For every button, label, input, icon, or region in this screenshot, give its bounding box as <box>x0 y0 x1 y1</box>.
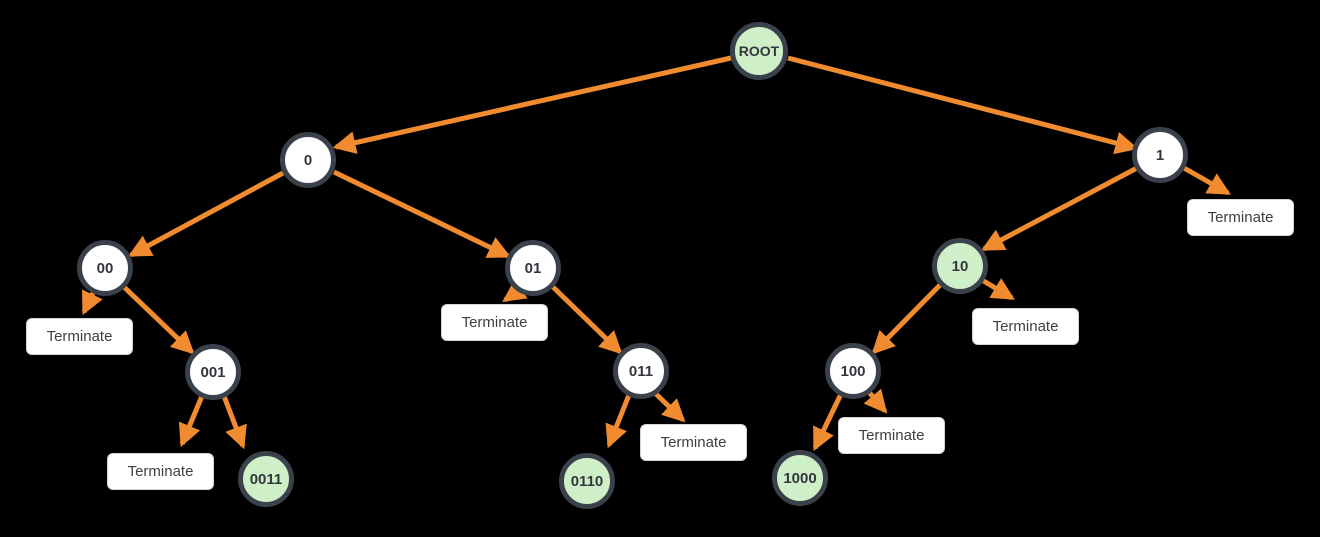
edge-00-term <box>81 289 103 316</box>
node-001: 001 <box>185 344 241 400</box>
node-100: 100 <box>825 343 881 399</box>
node-0-label: 0 <box>303 151 313 169</box>
edge-001-term <box>178 395 205 448</box>
node-001-label: 001 <box>200 363 226 381</box>
edge-00-001 <box>122 285 195 355</box>
node-root: ROOT <box>730 22 788 80</box>
node-1000-label: 1000 <box>783 469 817 487</box>
node-10: 10 <box>932 238 988 294</box>
node-00: 00 <box>77 240 133 296</box>
terminate-box-011: Terminate <box>640 424 747 461</box>
terminate-label: Terminate <box>660 434 727 451</box>
edge-0-00 <box>127 170 285 258</box>
terminate-box-00: Terminate <box>26 318 133 355</box>
terminate-box-1: Terminate <box>1187 199 1294 236</box>
node-011-label: 011 <box>628 362 654 380</box>
terminate-label: Terminate <box>1207 209 1274 226</box>
node-0011: 0011 <box>238 451 294 507</box>
terminate-box-100: Terminate <box>838 417 945 454</box>
node-0110: 0110 <box>559 453 615 509</box>
edge-1-term <box>1182 165 1231 196</box>
node-0011-label: 0011 <box>249 470 283 488</box>
node-1-label: 1 <box>1155 146 1165 164</box>
terminate-label: Terminate <box>46 328 113 345</box>
node-011: 011 <box>613 343 669 399</box>
edge-10-100 <box>871 282 943 355</box>
edge-01-011 <box>551 285 623 355</box>
node-0: 0 <box>280 132 336 188</box>
terminate-label: Terminate <box>461 314 528 331</box>
edge-0-01 <box>332 169 512 259</box>
edge-011-0110 <box>605 394 632 449</box>
node-00-label: 00 <box>96 259 114 277</box>
terminate-label: Terminate <box>992 318 1059 335</box>
node-1: 1 <box>1132 127 1188 183</box>
terminate-box-10: Terminate <box>972 308 1079 345</box>
node-100-label: 100 <box>840 362 866 380</box>
edge-001-0011 <box>221 395 247 450</box>
edge-root-0 <box>332 55 732 154</box>
terminate-box-01: Terminate <box>441 304 548 341</box>
edge-100-term <box>863 388 888 414</box>
edge-1-10 <box>980 165 1139 252</box>
edge-10-term <box>980 277 1015 301</box>
terminate-label: Terminate <box>858 427 925 444</box>
terminate-box-001: Terminate <box>107 453 214 490</box>
node-1000: 1000 <box>772 450 828 506</box>
node-0110-label: 0110 <box>570 472 604 490</box>
edge-011-term <box>653 391 686 423</box>
terminate-label: Terminate <box>127 463 194 480</box>
edge-root-1 <box>787 55 1139 155</box>
node-01-label: 01 <box>524 259 542 277</box>
node-01: 01 <box>505 240 561 296</box>
node-10-label: 10 <box>951 257 969 275</box>
node-root-label: ROOT <box>738 43 780 59</box>
